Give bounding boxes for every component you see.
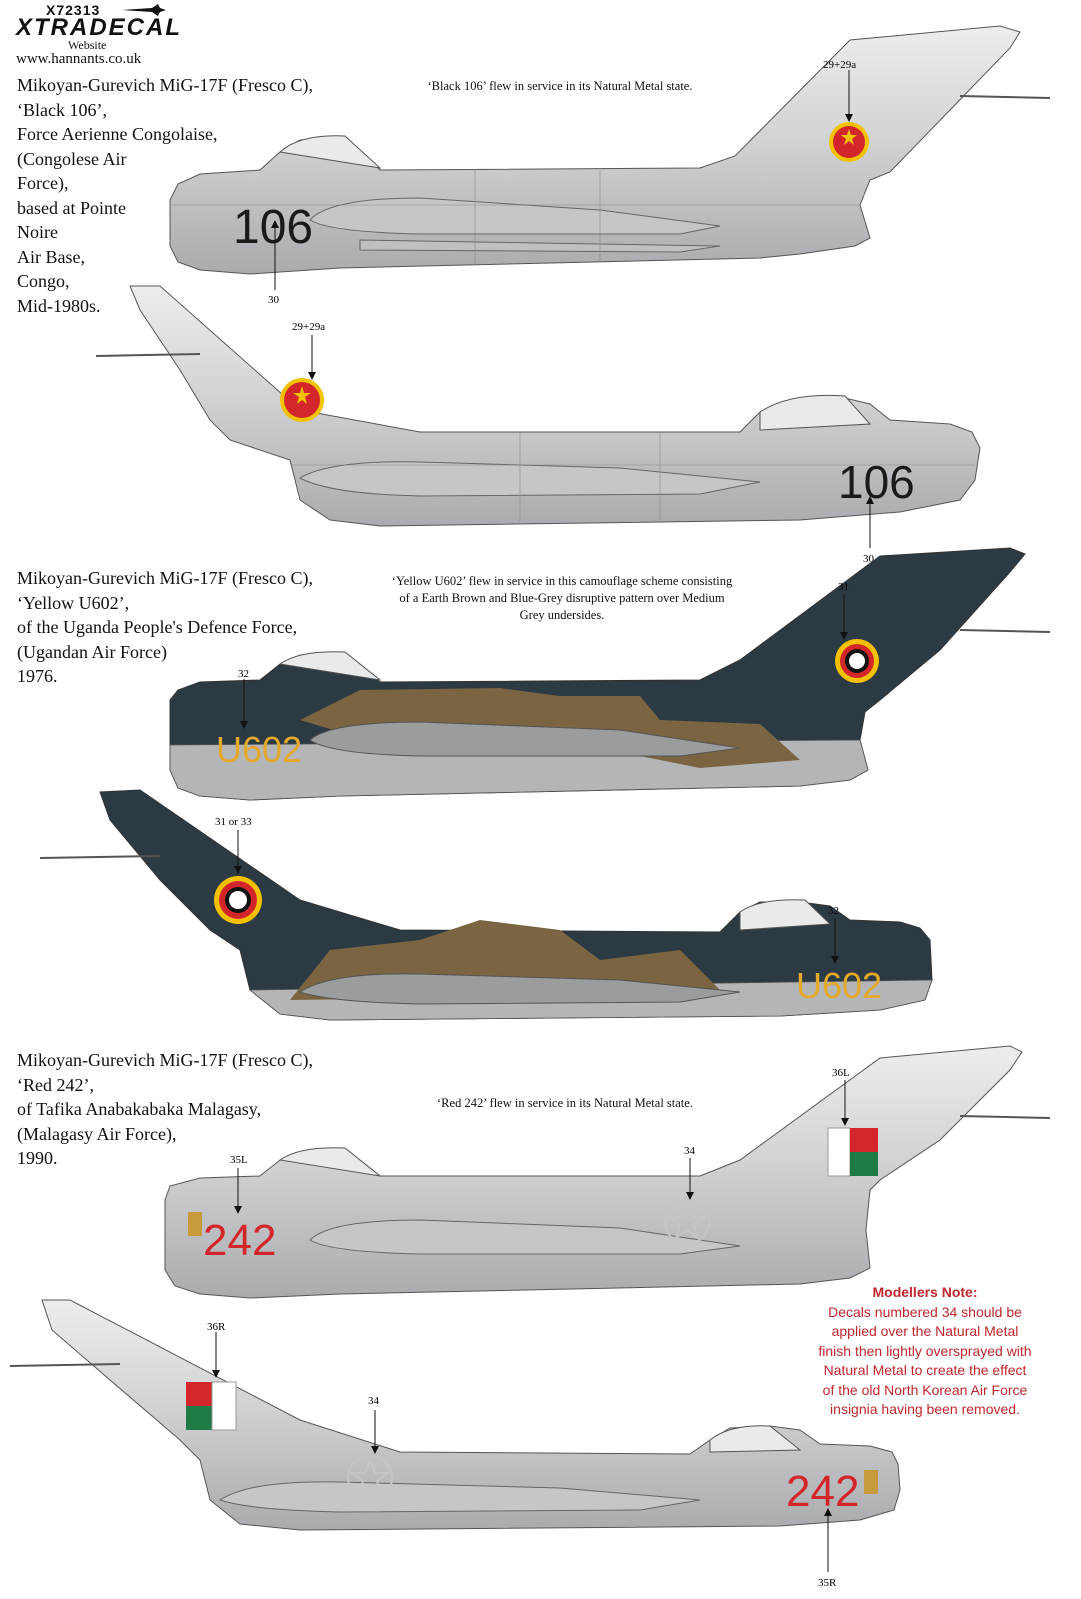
callout-32-bottom: 32 <box>828 905 839 917</box>
callout-36l: 36L <box>832 1067 850 1079</box>
callout-34-top: 34 <box>684 1145 696 1157</box>
flag-madagascar-bottom <box>186 1382 212 1406</box>
scheme-2-note: ‘Yellow U602’ flew in service in this ca… <box>391 574 733 622</box>
callout-35r: 35R <box>818 1577 837 1589</box>
flag-madagascar-top <box>827 1127 851 1177</box>
jet-silhouette-icon <box>122 2 166 18</box>
callout-29-29a-bottom: 29+29a <box>292 321 325 333</box>
callout-32-top: 32 <box>238 668 249 680</box>
serial-106-bottom: 106 <box>838 456 915 508</box>
website-url[interactable]: www.hannants.co.uk <box>16 51 142 67</box>
brand-logo: XTRADECAL <box>16 14 182 41</box>
scheme-2-title: Mikoyan-Gurevich MiG-17F (Fresco C),‘Yel… <box>17 568 313 686</box>
serial-242-bottom: 242 <box>786 1467 859 1516</box>
unit-badge-top <box>188 1212 202 1236</box>
product-code: X72313 <box>46 2 101 18</box>
serial-u602-top: U602 <box>216 729 302 770</box>
scheme-1-title: Mikoyan-Gurevich MiG-17F (Fresco C),‘Bla… <box>17 75 313 316</box>
callout-31-top: 31 <box>838 581 849 593</box>
callout-30-bottom: 30 <box>863 553 875 565</box>
faded-star-insignia-bottom <box>347 1455 393 1501</box>
website-label: Website <box>68 38 107 52</box>
profile-u602-bottom: U602 31 or 33 32 <box>39 789 933 1021</box>
profile-242-top: 242 36L 35L 34 <box>164 1045 1051 1299</box>
scheme-1-note: ‘Black 106’ flew in service in its Natur… <box>427 79 693 93</box>
profile-242-bottom: 242 36R 34 35R <box>9 1299 901 1589</box>
callout-35l: 35L <box>230 1154 248 1166</box>
serial-u602-bottom: U602 <box>796 965 882 1006</box>
scheme-3-title: Mikoyan-Gurevich MiG-17F (Fresco C),‘Red… <box>17 1050 313 1168</box>
unit-badge-bottom <box>864 1470 878 1494</box>
profile-u602-top: U602 31 32 <box>169 547 1051 801</box>
serial-242-top: 242 <box>203 1216 276 1265</box>
callout-31-or-33-bottom: 31 or 33 <box>215 816 252 828</box>
scheme-3-note: ‘Red 242’ flew in service in its Natural… <box>437 1096 693 1110</box>
callout-30-top: 30 <box>268 294 280 306</box>
profile-106-top: 106 29+29a 30 <box>169 25 1051 306</box>
faded-star-insignia-top <box>664 1199 710 1245</box>
modellers-note: Modellers Note: Decals numbered 34 shoul… <box>818 1284 1032 1417</box>
callout-36r: 36R <box>207 1321 226 1333</box>
callout-34-bottom: 34 <box>368 1395 380 1407</box>
callout-29-29a-top: 29+29a <box>823 59 856 71</box>
profile-106-bottom: 106 29+29a 30 <box>95 285 981 565</box>
